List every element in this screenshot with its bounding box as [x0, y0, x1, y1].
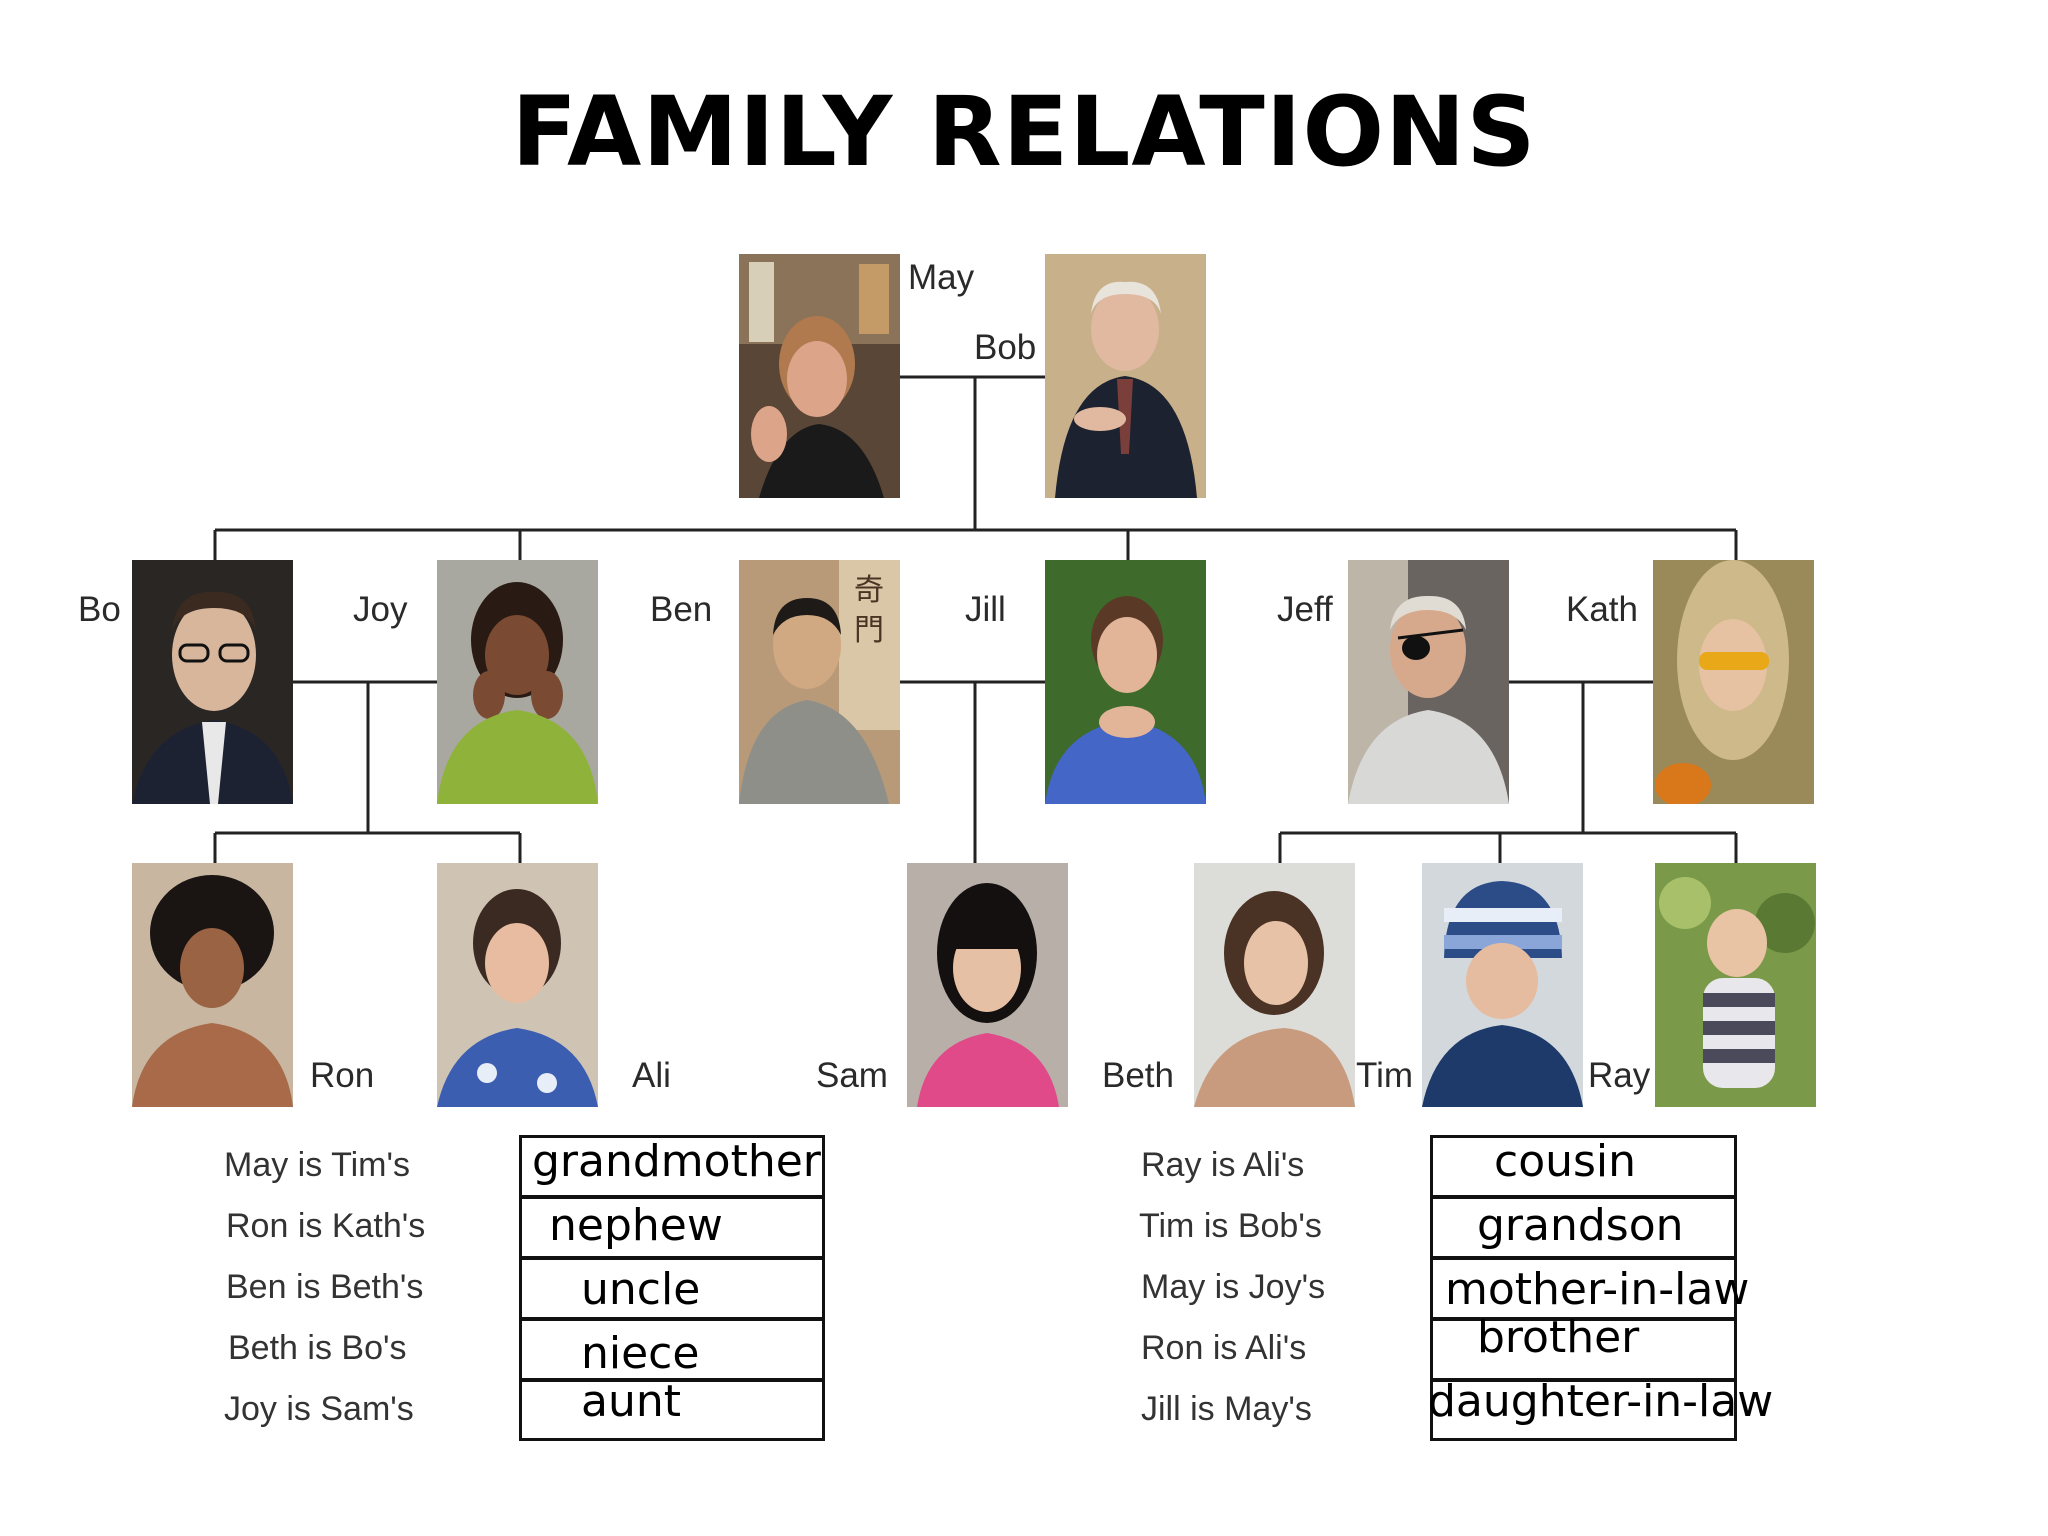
svg-text:門: 門 [854, 613, 884, 648]
question-text: Ron is Ali's [1141, 1329, 1307, 1367]
photo-ray [1655, 863, 1816, 1107]
name-label-may: May [908, 258, 975, 297]
question-text: Jill is May's [1141, 1390, 1312, 1428]
photo-joy [437, 560, 598, 804]
answer-text: daughter-in-law [1428, 1376, 1774, 1427]
answer-text: cousin [1494, 1136, 1637, 1187]
photo-may [739, 254, 900, 498]
name-label-sam: Sam [816, 1056, 888, 1095]
question-text: May is Joy's [1141, 1268, 1326, 1306]
photo-jeff [1348, 560, 1509, 804]
name-label-beth: Beth [1102, 1056, 1174, 1095]
question-text: Ray is Ali's [1141, 1146, 1305, 1184]
question-text: Ben is Beth's [226, 1268, 424, 1306]
question-text: Ron is Kath's [226, 1207, 426, 1245]
photo-ron [132, 863, 293, 1107]
name-label-ben: Ben [650, 590, 713, 629]
photo-bo [132, 560, 293, 804]
photo-ben: 奇 門 [739, 560, 900, 804]
name-label-tim: Tim [1356, 1056, 1414, 1095]
photo-jill [1045, 560, 1206, 804]
photo-sam [907, 863, 1068, 1107]
answer-text: grandson [1477, 1200, 1684, 1251]
name-label-joy: Joy [353, 590, 408, 629]
answer-text: aunt [581, 1376, 681, 1427]
answer-text: uncle [581, 1264, 701, 1315]
page-title: FAMILY RELATIONS [511, 76, 1537, 188]
answer-text: brother [1477, 1312, 1640, 1363]
answer-box[interactable] [1430, 1379, 1737, 1441]
svg-text:奇: 奇 [854, 573, 884, 608]
photo-beth [1194, 863, 1355, 1107]
question-text: Tim is Bob's [1139, 1207, 1322, 1245]
photo-kath [1653, 560, 1814, 804]
name-label-ray: Ray [1588, 1056, 1651, 1095]
name-label-jeff: Jeff [1277, 590, 1333, 629]
answer-text: grandmother [532, 1136, 821, 1187]
name-label-bo: Bo [78, 590, 121, 629]
photo-ali [437, 863, 598, 1107]
name-label-jill: Jill [965, 590, 1006, 629]
answer-text: mother-in-law [1445, 1264, 1750, 1315]
answer-text: nephew [549, 1200, 723, 1251]
answer-text: niece [581, 1328, 700, 1379]
name-label-bob: Bob [974, 328, 1037, 367]
question-text: May is Tim's [224, 1146, 410, 1184]
question-text: Beth is Bo's [228, 1329, 407, 1367]
name-label-ron: Ron [310, 1056, 375, 1095]
photo-bob [1045, 254, 1206, 498]
photo-tim [1422, 863, 1583, 1107]
answer-box[interactable] [519, 1379, 825, 1441]
name-label-kath: Kath [1566, 590, 1638, 629]
name-label-ali: Ali [632, 1056, 671, 1095]
question-text: Joy is Sam's [224, 1390, 414, 1428]
